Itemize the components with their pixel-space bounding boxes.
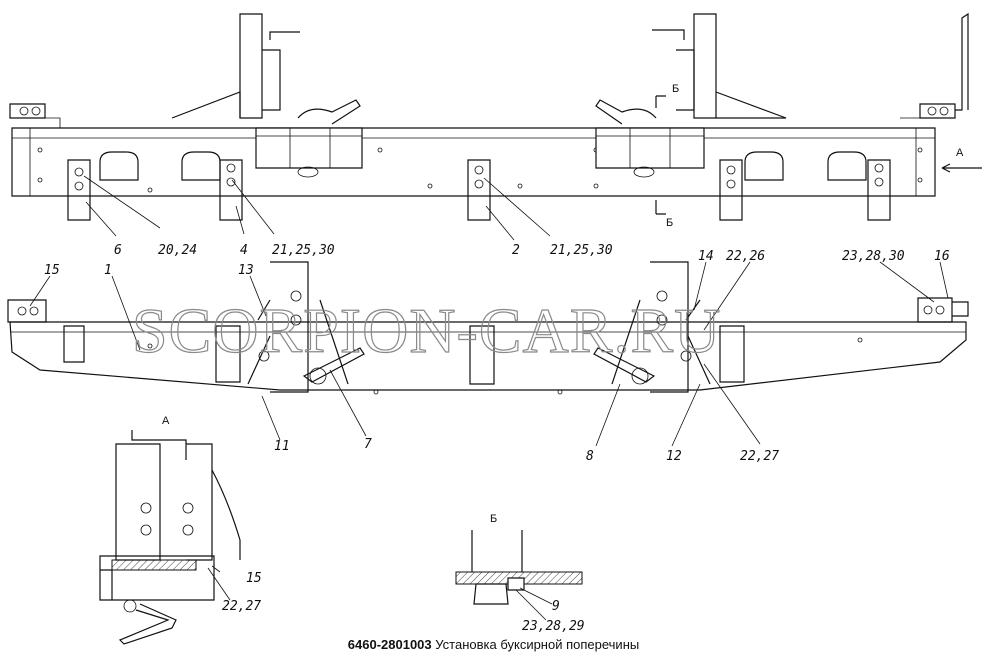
callout-12: 12 bbox=[666, 449, 682, 464]
callout-4: 4 bbox=[240, 243, 248, 258]
callout-15: 15 bbox=[44, 263, 60, 278]
detail-b-callout-23-28-29: 23,28,29 bbox=[522, 619, 585, 634]
callout-23-28-30: 23,28,30 bbox=[842, 249, 905, 264]
caption-number: 6460-2801003 bbox=[347, 637, 432, 652]
callout-1: 1 bbox=[104, 263, 112, 278]
callout-21-25-30-right: 21,25,30 bbox=[550, 243, 613, 258]
drawing-caption: 6460-2801003 Установка буксирной попереч… bbox=[0, 637, 987, 652]
caption-title: Установка буксирной поперечины bbox=[435, 637, 640, 652]
detail-view-b bbox=[455, 530, 583, 621]
view-a-arrow-label: А bbox=[956, 147, 964, 159]
callout-7: 7 bbox=[364, 437, 372, 452]
section-b-top-label: Б bbox=[672, 83, 679, 95]
detail-view-a bbox=[99, 430, 241, 645]
callout-21-25-30-left: 21,25,30 bbox=[272, 243, 335, 258]
callout-22-27: 22,27 bbox=[740, 449, 779, 464]
top-view bbox=[9, 12, 982, 241]
section-b-bottom-label: Б bbox=[666, 217, 673, 229]
callout-labels: 6 20,24 4 21,25,30 2 21,25,30 15 1 13 14… bbox=[44, 83, 964, 634]
callout-2: 2 bbox=[512, 243, 520, 258]
detail-b-title: Б bbox=[490, 513, 497, 525]
callout-13: 13 bbox=[238, 263, 254, 278]
callout-8: 8 bbox=[586, 449, 594, 464]
front-view bbox=[7, 261, 969, 447]
callout-16: 16 bbox=[934, 249, 950, 264]
callout-6: 6 bbox=[114, 243, 122, 258]
detail-b-callout-9: 9 bbox=[552, 599, 560, 614]
callout-14: 14 bbox=[698, 249, 714, 264]
callout-22-26: 22,26 bbox=[726, 249, 765, 264]
callout-11: 11 bbox=[274, 439, 290, 454]
detail-a-callout-22-27: 22,27 bbox=[222, 599, 261, 614]
detail-a-callout-15: 15 bbox=[246, 571, 262, 586]
detail-a-title: А bbox=[162, 415, 170, 427]
watermark: SCORPION-CAR.RU bbox=[132, 295, 721, 366]
callout-20-24: 20,24 bbox=[158, 243, 197, 258]
